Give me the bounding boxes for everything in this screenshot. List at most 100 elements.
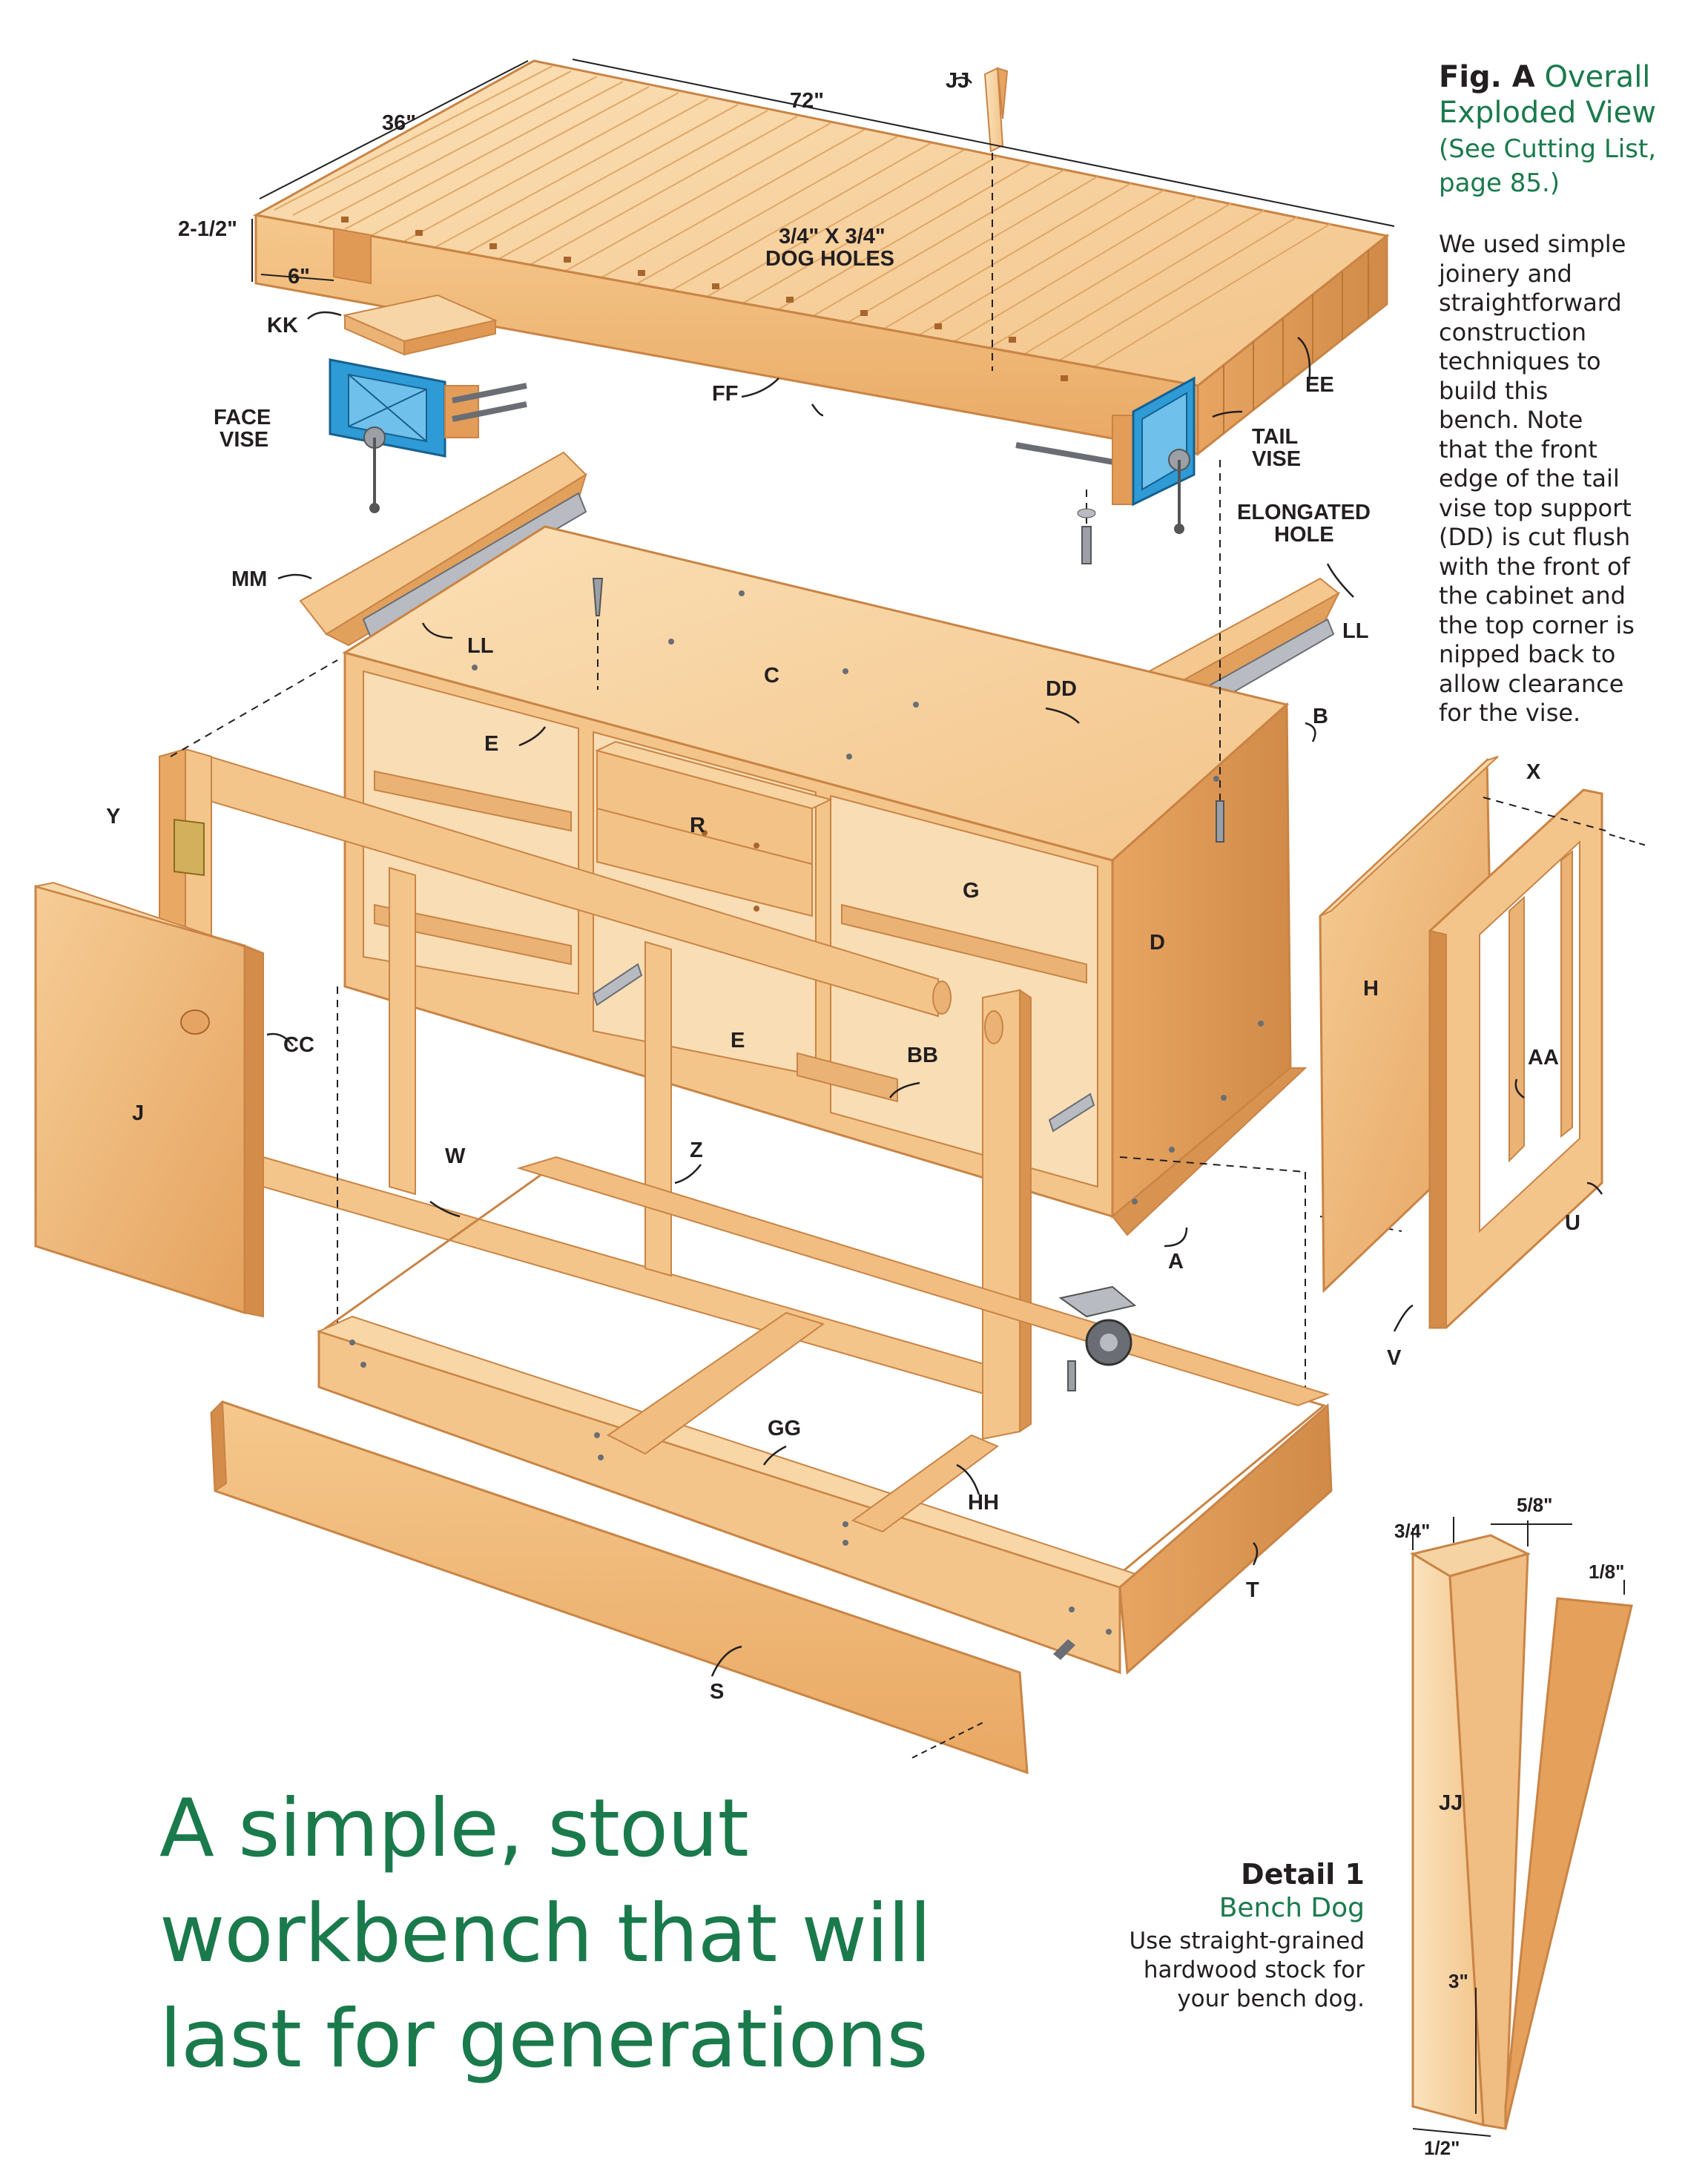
callout-cc: CC: [283, 1033, 314, 1057]
figure-title-line2: Exploded View: [1439, 96, 1656, 130]
body-line: the cabinet and: [1439, 581, 1626, 610]
figure-body-text: We used simple joinery and straightforwa…: [1439, 230, 1691, 728]
callout-kk: KK: [267, 314, 298, 337]
base-frame: [317, 1156, 1333, 1676]
detail-caption: Use straight-grained hardwood stock for …: [1038, 1927, 1365, 2014]
callout-w: W: [445, 1144, 466, 1168]
leader-arrows: [266, 76, 1603, 1677]
dog-holes-label: DOG HOLES: [765, 247, 894, 271]
callout-g: G: [963, 879, 980, 903]
callout-t: T: [1246, 1578, 1259, 1602]
body-line: We used simple: [1439, 230, 1626, 258]
figure-reference: (See Cutting List, page 85.): [1439, 132, 1706, 200]
figure-title-line1: Overall: [1544, 60, 1651, 94]
body-line: (DD) is cut flush: [1439, 523, 1631, 551]
detail-line2: hardwood stock for: [1143, 1957, 1365, 1983]
callout-e-upper: E: [484, 732, 498, 756]
detail-bench-dog: [1410, 1517, 1633, 2137]
body-line: straightforward: [1439, 289, 1622, 317]
body-line: allow clearance: [1439, 669, 1624, 698]
callout-ff: FF: [712, 382, 738, 406]
detail-line3: your bench dog.: [1177, 1986, 1365, 2012]
detail-dim-3-4: 3/4": [1394, 1520, 1430, 1542]
dimension-labels: 72" 36" 2-1/2" 6" 3/4" X 3/4" DOG HOLES: [178, 59, 1395, 289]
side-frame-u: [1428, 788, 1647, 1329]
detail-dim-1-2: 1/2": [1424, 2137, 1460, 2159]
callout-ll-left: LL: [467, 634, 493, 658]
label-tail-vise-2: VISE: [1252, 447, 1301, 471]
callout-aa: AA: [1528, 1046, 1559, 1070]
callout-r: R: [690, 814, 705, 837]
body-line: joinery and: [1439, 259, 1572, 288]
door-j: [34, 881, 264, 1318]
body-line: construction: [1439, 317, 1586, 346]
label-face-vise-1: FACE: [214, 406, 271, 429]
callout-y: Y: [106, 805, 120, 828]
body-line: bench. Note: [1439, 406, 1583, 434]
label-tail-vise-1: TAIL: [1252, 425, 1298, 449]
detail-part-jj: JJ: [1439, 1791, 1463, 1815]
callout-z: Z: [690, 1139, 703, 1162]
figure-ref-line2: page 85.): [1439, 168, 1560, 198]
callout-bb: BB: [907, 1044, 938, 1067]
dim-2-1-2: 2-1/2": [178, 217, 237, 241]
body-line: techniques to: [1439, 347, 1601, 375]
body-line: nipped back to: [1439, 640, 1616, 668]
label-elongated: ELONGATED: [1237, 501, 1371, 524]
callout-hh: HH: [968, 1491, 999, 1515]
callout-u: U: [1565, 1211, 1580, 1235]
callout-b: B: [1313, 705, 1328, 728]
callout-ll-right: LL: [1342, 619, 1368, 643]
callout-labels: JJ KK FF EE MM LL LL C DD B E R G D Y CC…: [106, 69, 1580, 1704]
callout-e-lower: E: [731, 1029, 745, 1052]
detail-dim-5-8: 5/8": [1517, 1494, 1552, 1516]
body-line: for the vise.: [1439, 699, 1581, 727]
callout-x: X: [1526, 760, 1541, 784]
dim-36: 36": [382, 111, 416, 135]
callout-jj: JJ: [946, 69, 969, 93]
kickboard-s: [210, 1400, 1029, 1775]
benchtop: [252, 59, 1390, 457]
body-line: that the front: [1439, 435, 1597, 464]
label-hole: HOLE: [1274, 523, 1334, 547]
figure-ref-line1: (See Cutting List,: [1439, 134, 1657, 164]
headline-line1: A simple, stout: [159, 1782, 749, 1875]
headline: A simple, stout workbench that will last…: [159, 1776, 975, 2092]
face-vise: [329, 358, 527, 513]
bench-dog-jj-top: [983, 67, 1009, 371]
callout-j: J: [132, 1101, 144, 1125]
top-support-mm: [299, 451, 587, 647]
callout-ee: EE: [1305, 373, 1334, 397]
detail-dim-1-8: 1/8": [1589, 1561, 1624, 1583]
dim-6: 6": [288, 265, 310, 289]
callout-s: S: [710, 1680, 724, 1704]
detail-subtitle: Bench Dog: [1219, 1893, 1365, 1923]
callout-h: H: [1363, 977, 1379, 1001]
dim-72: 72": [790, 89, 824, 113]
headline-line3: last for generations: [159, 1993, 929, 2086]
figure-heading: Fig. A Overall Exploded View: [1439, 59, 1706, 131]
body-line: with the front of: [1439, 552, 1630, 581]
callout-dd: DD: [1046, 677, 1077, 701]
dog-holes-dim: 3/4" X 3/4": [779, 225, 886, 248]
callout-d: D: [1150, 931, 1165, 955]
label-face-vise-2: VISE: [220, 428, 268, 452]
detail-dim-3: 3": [1448, 1970, 1468, 1992]
figure-label: Fig. A: [1439, 60, 1535, 94]
callout-gg: GG: [768, 1417, 801, 1440]
detail-title: Detail 1: [1241, 1858, 1365, 1891]
body-line: the top corner is: [1439, 610, 1635, 639]
block-kk: [342, 294, 498, 356]
headline-line2: workbench that will: [159, 1888, 932, 1980]
detail-line1: Use straight-grained: [1129, 1928, 1365, 1954]
body-line: edge of the tail: [1439, 464, 1620, 492]
detail-dimension-labels: 3/4" 5/8" 1/8" JJ 3" 1/2": [1394, 1494, 1624, 2159]
callout-c: C: [764, 664, 779, 688]
body-line: build this: [1439, 376, 1549, 405]
body-line: vise top support: [1439, 493, 1632, 522]
callout-mm: MM: [231, 567, 267, 591]
callout-a: A: [1168, 1250, 1184, 1274]
callout-v: V: [1387, 1346, 1402, 1370]
